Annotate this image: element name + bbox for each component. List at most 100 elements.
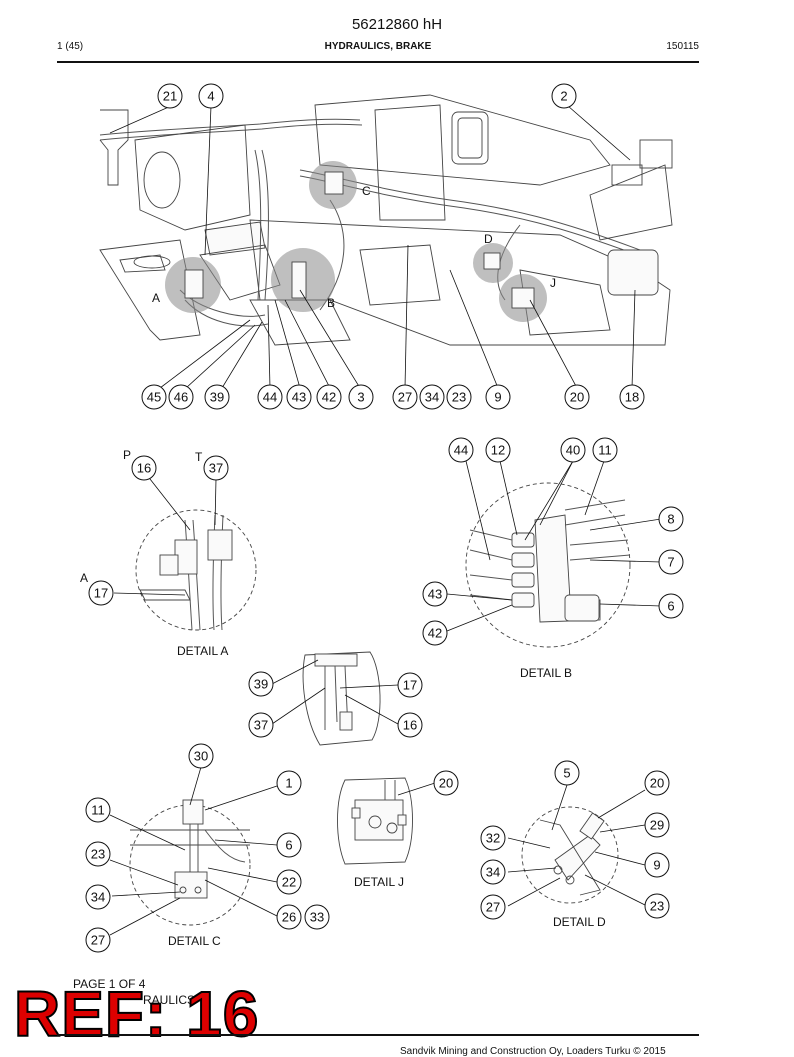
callout-c-6: 6 <box>276 832 302 858</box>
letter-p: P <box>123 448 131 462</box>
detail-a-caption: DETAIL A <box>177 644 228 658</box>
main-assembly-drawing: A B C D J <box>99 94 673 346</box>
svg-text:20: 20 <box>570 390 584 405</box>
footer-section-label: RAULICS <box>143 993 196 1007</box>
detail-j-drawing: DETAIL J <box>337 777 436 889</box>
callout-42: 42 <box>316 384 342 410</box>
svg-text:42: 42 <box>428 626 442 641</box>
svg-text:16: 16 <box>403 718 417 733</box>
detail-d-drawing: DETAIL D <box>507 784 646 929</box>
svg-text:17: 17 <box>94 586 108 601</box>
svg-text:39: 39 <box>210 390 224 405</box>
callout-v-16: 16 <box>397 712 423 738</box>
callout-d-20: 20 <box>644 770 670 796</box>
page-of-label: PAGE 1 OF 4 <box>73 977 146 991</box>
svg-text:5: 5 <box>563 766 570 781</box>
letter-b: B <box>327 296 335 310</box>
callout-4: 4 <box>198 83 224 109</box>
svg-text:40: 40 <box>566 443 580 458</box>
svg-text:43: 43 <box>292 390 306 405</box>
callout-d-23: 23 <box>644 893 670 919</box>
detail-j-caption: DETAIL J <box>354 875 404 889</box>
svg-text:30: 30 <box>194 749 208 764</box>
callout-d-32: 32 <box>480 825 506 851</box>
callout-34: 34 <box>419 384 445 410</box>
svg-text:11: 11 <box>598 443 612 458</box>
callout-b-7: 7 <box>658 549 684 575</box>
callout-v-17: 17 <box>397 672 423 698</box>
letter-a-detail: A <box>80 571 88 585</box>
callout-45: 45 <box>141 384 167 410</box>
svg-text:17: 17 <box>403 678 417 693</box>
svg-text:9: 9 <box>494 390 501 405</box>
callout-21: 21 <box>157 83 183 109</box>
svg-text:37: 37 <box>209 461 223 476</box>
callout-b-40: 40 <box>560 437 586 463</box>
svg-text:27: 27 <box>91 933 105 948</box>
callout-20: 20 <box>564 384 590 410</box>
callout-44: 44 <box>257 384 283 410</box>
letter-a: A <box>152 291 160 305</box>
callout-j-20: 20 <box>433 770 459 796</box>
detail-b-caption: DETAIL B <box>520 666 572 680</box>
callout-23: 23 <box>446 384 472 410</box>
letter-d: D <box>484 232 493 246</box>
copyright-text: Sandvik Mining and Construction Oy, Load… <box>400 1046 666 1057</box>
callout-b-44: 44 <box>448 437 474 463</box>
callout-43: 43 <box>286 384 312 410</box>
callout-b-43: 43 <box>422 581 448 607</box>
svg-text:44: 44 <box>454 443 468 458</box>
svg-text:23: 23 <box>91 847 105 862</box>
callout-c-11: 11 <box>85 797 111 823</box>
svg-text:12: 12 <box>491 443 505 458</box>
svg-text:20: 20 <box>650 776 664 791</box>
svg-text:23: 23 <box>452 390 466 405</box>
callout-b-12: 12 <box>485 437 511 463</box>
svg-text:39: 39 <box>254 677 268 692</box>
svg-text:22: 22 <box>282 875 296 890</box>
detail-a-drawing: P T A DETAIL A <box>80 448 257 658</box>
callout-c-22: 22 <box>276 869 302 895</box>
svg-text:7: 7 <box>667 555 674 570</box>
svg-text:42: 42 <box>322 390 336 405</box>
valve-detail-drawing <box>271 651 399 746</box>
callout-46: 46 <box>168 384 194 410</box>
svg-text:4: 4 <box>207 89 214 104</box>
svg-text:46: 46 <box>174 390 188 405</box>
callout-c-34: 34 <box>85 884 111 910</box>
callout-27: 27 <box>392 384 418 410</box>
footer-rule <box>57 1034 699 1036</box>
callout-b-42: 42 <box>422 620 448 646</box>
header-rule <box>57 61 699 63</box>
section-title: HYDRAULICS, BRAKE <box>324 41 432 52</box>
svg-text:45: 45 <box>147 390 161 405</box>
callout-v-37: 37 <box>248 712 274 738</box>
svg-text:11: 11 <box>91 803 105 818</box>
letter-j: J <box>550 276 556 290</box>
svg-text:34: 34 <box>486 865 500 880</box>
letter-c: C <box>362 184 371 198</box>
svg-text:29: 29 <box>650 818 664 833</box>
callout-d-29: 29 <box>644 812 670 838</box>
callout-39: 39 <box>204 384 230 410</box>
svg-text:34: 34 <box>425 390 439 405</box>
svg-text:21: 21 <box>163 89 177 104</box>
svg-text:27: 27 <box>486 900 500 915</box>
svg-text:20: 20 <box>439 776 453 791</box>
callout-b-11: 11 <box>592 437 618 463</box>
callout-d-34: 34 <box>480 859 506 885</box>
svg-text:37: 37 <box>254 718 268 733</box>
svg-text:8: 8 <box>667 512 674 527</box>
svg-text:2: 2 <box>560 89 567 104</box>
callout-v-39: 39 <box>248 671 274 697</box>
svg-text:16: 16 <box>137 461 151 476</box>
letter-t: T <box>195 450 203 464</box>
callout-18: 18 <box>619 384 645 410</box>
svg-text:3: 3 <box>357 390 364 405</box>
callout-d-9: 9 <box>644 852 670 878</box>
callout-c-33: 33 <box>304 904 330 930</box>
detail-c-caption: DETAIL C <box>168 934 221 948</box>
svg-text:23: 23 <box>650 899 664 914</box>
callout-c-26: 26 <box>276 904 302 930</box>
